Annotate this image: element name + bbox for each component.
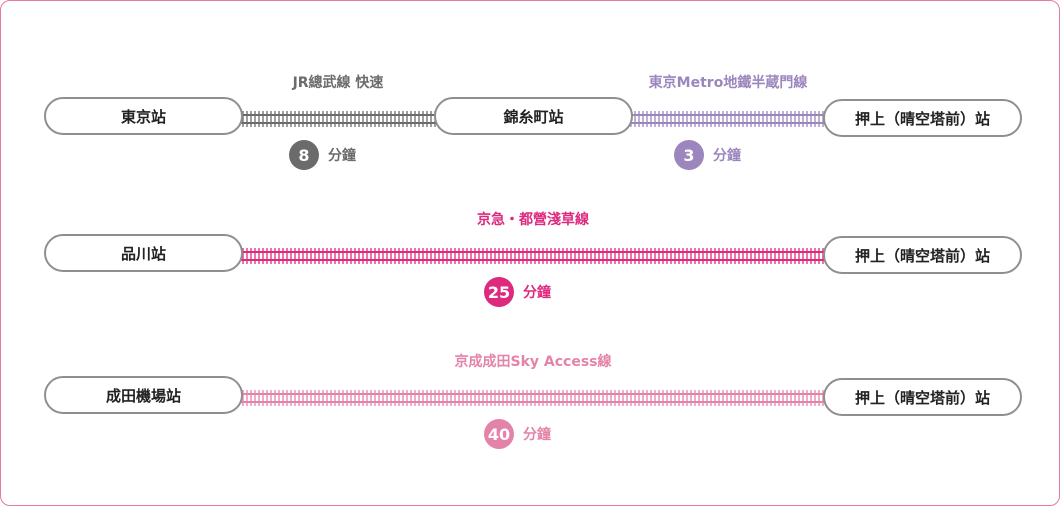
minutes-badge: 3 bbox=[674, 140, 704, 170]
station-oshiage: 押上（晴空塔前）站 bbox=[823, 99, 1022, 137]
travel-time-skyaccess: 40 分鐘 bbox=[484, 419, 551, 449]
track-hanzomon bbox=[629, 111, 825, 127]
station-label: 押上（晴空塔前）站 bbox=[854, 246, 990, 265]
track-graphic bbox=[241, 111, 437, 127]
station-narita-airport: 成田機場站 bbox=[44, 376, 243, 414]
station-tokyo: 東京站 bbox=[44, 97, 243, 135]
station-oshiage: 押上（晴空塔前）站 bbox=[823, 236, 1022, 274]
station-label: 成田機場站 bbox=[105, 386, 181, 405]
minutes-badge: 25 bbox=[484, 277, 514, 307]
line-label-asakusa: 京急・都營淺草線 bbox=[477, 212, 589, 228]
track-asakusa bbox=[241, 248, 825, 264]
station-label: 押上（晴空塔前）站 bbox=[854, 109, 990, 128]
station-shinagawa: 品川站 bbox=[44, 234, 243, 272]
line-label-jr-rapid: JR總武線 快速 bbox=[292, 75, 384, 91]
track-skyaccess bbox=[241, 390, 825, 406]
travel-time-hanzomon: 3 分鐘 bbox=[674, 140, 741, 170]
travel-time-asakusa: 25 分鐘 bbox=[484, 277, 551, 307]
minutes-badge: 8 bbox=[289, 140, 319, 170]
track-jr-rapid bbox=[241, 111, 437, 127]
line-label-skyaccess: 京成成田Sky Access線 bbox=[454, 354, 612, 370]
line-label-hanzomon: 東京Metro地鐵半蔵門線 bbox=[648, 75, 808, 91]
station-label: 東京站 bbox=[120, 107, 166, 126]
station-kinshicho: 錦糸町站 bbox=[434, 97, 633, 135]
track-graphic bbox=[629, 111, 825, 127]
track-graphic bbox=[241, 248, 825, 264]
track-graphic bbox=[241, 390, 825, 406]
minutes-unit: 分鐘 bbox=[713, 148, 741, 164]
minutes-unit: 分鐘 bbox=[523, 427, 551, 443]
minutes-badge: 40 bbox=[484, 419, 514, 449]
station-oshiage: 押上（晴空塔前）站 bbox=[823, 378, 1022, 416]
travel-time-jr-rapid: 8 分鐘 bbox=[289, 140, 356, 170]
minutes-unit: 分鐘 bbox=[523, 285, 551, 301]
station-label: 押上（晴空塔前）站 bbox=[854, 388, 990, 407]
station-label: 品川站 bbox=[120, 244, 166, 263]
station-label: 錦糸町站 bbox=[503, 107, 564, 126]
minutes-unit: 分鐘 bbox=[328, 148, 356, 164]
